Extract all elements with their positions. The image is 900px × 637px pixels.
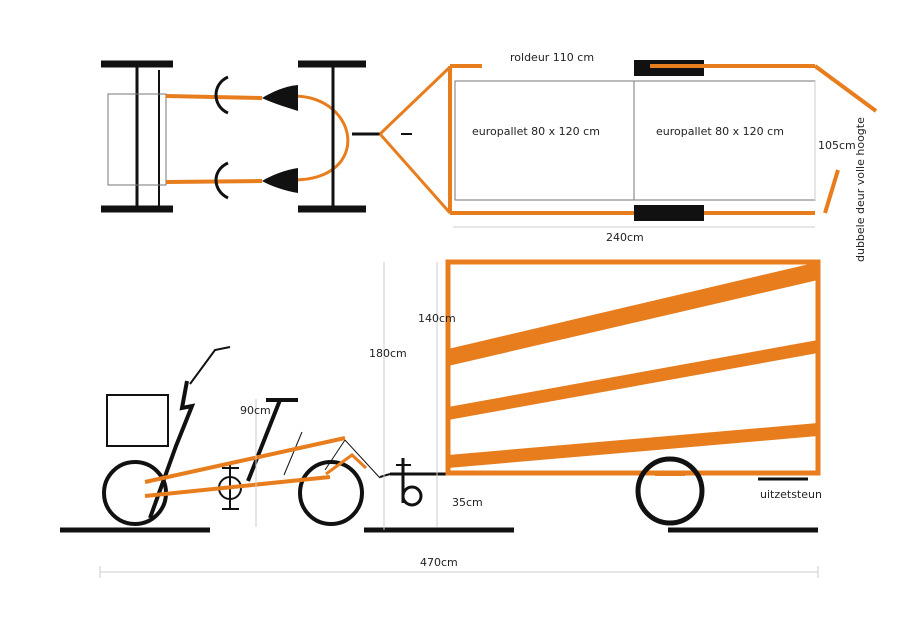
pallet-2-label: europallet 80 x 120 cm [656,125,784,138]
box-height-label: 140cm [418,312,456,325]
trailer-aframe-top [378,65,452,214]
trailer-box-side [445,259,821,526]
roller-door-label: roldeur 110 cm [510,51,594,64]
top-brackets [214,75,298,200]
trailer-hitch-side [379,458,448,507]
side-view: 90cm 180cm 140cm 35cm 470cm uitzetsteun [60,259,822,578]
stripe-middle [448,340,818,420]
bicycle-side [102,346,381,526]
stripe-bottom [448,423,818,468]
pallet-1-label: europallet 80 x 120 cm [472,125,600,138]
total-height-label: 180cm [369,347,407,360]
support-leg-label: uitzetsteun [760,488,822,501]
bike-height-label: 90cm [240,404,271,417]
trailer-body-top [448,60,878,221]
floor-height-label: 35cm [452,496,483,509]
side-dimensions [99,262,819,578]
bike-rear-axle [101,60,173,213]
trailer-axle-top [298,60,412,213]
length-label-top: 240cm [606,231,644,244]
total-length-label: 470cm [420,556,458,569]
top-drawbar [165,94,350,184]
width-label: 105cm [818,139,856,152]
stripe-top [448,262,818,366]
top-view: roldeur 110 cm europallet 80 x 120 cm eu… [101,51,878,262]
rear-door-label: dubbele deur volle hoogte [854,117,867,262]
